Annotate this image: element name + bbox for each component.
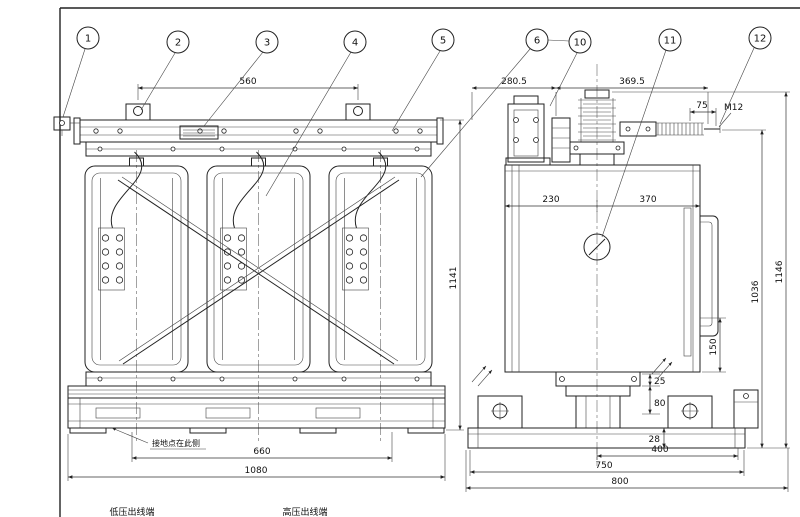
ground-note: 接地点在此侧 [111, 427, 206, 450]
svg-text:6: 6 [534, 36, 540, 47]
callout-11: 11 [601, 28, 682, 238]
right-bracket [733, 389, 759, 429]
svg-text:28: 28 [649, 435, 661, 445]
tank-body [504, 164, 701, 373]
svg-text:25: 25 [654, 377, 665, 387]
connection-bars [117, 176, 400, 365]
jack-arrow-right [651, 357, 673, 379]
svg-text:3: 3 [264, 38, 270, 49]
svg-text:1146: 1146 [775, 260, 785, 283]
callout-4: 4 [265, 30, 367, 197]
svg-text:75: 75 [696, 101, 707, 111]
dim-280-5: 280.5 [471, 77, 557, 120]
dim-750: 750 [469, 450, 745, 476]
callout-5: 5 [391, 28, 455, 132]
svg-text:11: 11 [664, 36, 677, 47]
nameplate [179, 125, 219, 140]
foot-left [477, 395, 523, 429]
lifting-lug-right [345, 103, 371, 121]
svg-text:80: 80 [654, 399, 666, 409]
svg-text:10: 10 [574, 38, 587, 49]
svg-text:280.5: 280.5 [501, 77, 527, 87]
callout-10: 10 [549, 30, 592, 107]
hv-bushing [569, 89, 625, 166]
ground-note-text: 接地点在此侧 [152, 438, 200, 448]
lower-clamp [85, 371, 432, 387]
callouts: 1 2 3 4 5 6 1 [62, 26, 772, 238]
inspection-circle [583, 233, 611, 261]
dim-80: 80 [642, 386, 666, 415]
svg-text:369.5: 369.5 [619, 77, 645, 87]
ground-clamp [53, 116, 80, 136]
svg-text:750: 750 [595, 461, 612, 471]
lifting-lug-left [125, 103, 151, 121]
support-bracket [505, 95, 571, 166]
coil-assembly-3 [328, 151, 433, 373]
handle [700, 215, 719, 337]
svg-text:400: 400 [651, 445, 668, 455]
sheet-frame [59, 7, 800, 517]
dim-25: 25 [642, 373, 665, 387]
svg-text:1036: 1036 [751, 280, 761, 303]
bottom-stack [555, 371, 641, 429]
callout-12: 12 [719, 26, 772, 125]
dim-75: 75 [689, 101, 717, 126]
label-m12: M12 [718, 103, 743, 128]
dim-1080: 1080 [67, 434, 446, 481]
front-view: 接地点在此侧 560 660 1080 1141 [53, 77, 464, 481]
upper-clamp [85, 141, 432, 157]
callout-1: 1 [62, 26, 100, 118]
dim-1036: 1036 [722, 129, 790, 449]
svg-text:800: 800 [611, 477, 628, 487]
top-beam [73, 117, 444, 145]
dim-369-5: 369.5 [556, 77, 709, 124]
svg-text:370: 370 [639, 195, 656, 205]
dim-150: 150 [700, 317, 726, 373]
dim-800: 800 [465, 448, 789, 492]
dim-1141: 1141 [440, 119, 464, 431]
dim-28: 28 [649, 428, 666, 448]
dim-660: 660 [131, 432, 393, 462]
base-skid [67, 385, 446, 434]
base-plate [467, 389, 759, 449]
callout-2: 2 [140, 30, 190, 111]
dim-1146: 1146 [612, 91, 790, 448]
svg-text:560: 560 [239, 77, 256, 87]
svg-text:1080: 1080 [245, 466, 268, 476]
svg-text:1: 1 [85, 34, 91, 45]
svg-text:150: 150 [709, 338, 719, 355]
foot-right [667, 395, 713, 429]
footer-label-right: 高压出线端 [282, 506, 327, 517]
footer-label-left: 低压出线端 [109, 506, 154, 517]
dim-560: 560 [137, 77, 359, 100]
dim-400: 400 [596, 445, 739, 460]
dim-230-370: 230 370 [505, 195, 700, 212]
svg-text:5: 5 [440, 36, 446, 47]
svg-text:2: 2 [175, 38, 181, 49]
svg-text:4: 4 [352, 38, 358, 49]
svg-text:12: 12 [754, 34, 767, 45]
terminal-arm [619, 121, 721, 137]
svg-text:230: 230 [542, 195, 559, 205]
side-view: 280.5 369.5 75 M12 230 370 25 [465, 64, 790, 492]
callout-3: 3 [203, 30, 279, 127]
svg-text:M12: M12 [724, 103, 743, 113]
callout-6: 6 [420, 28, 570, 178]
footer-labels: 低压出线端 高压出线端 [109, 506, 327, 517]
svg-text:660: 660 [253, 447, 270, 457]
jack-arrow-left [471, 365, 493, 387]
svg-text:1141: 1141 [449, 267, 459, 290]
